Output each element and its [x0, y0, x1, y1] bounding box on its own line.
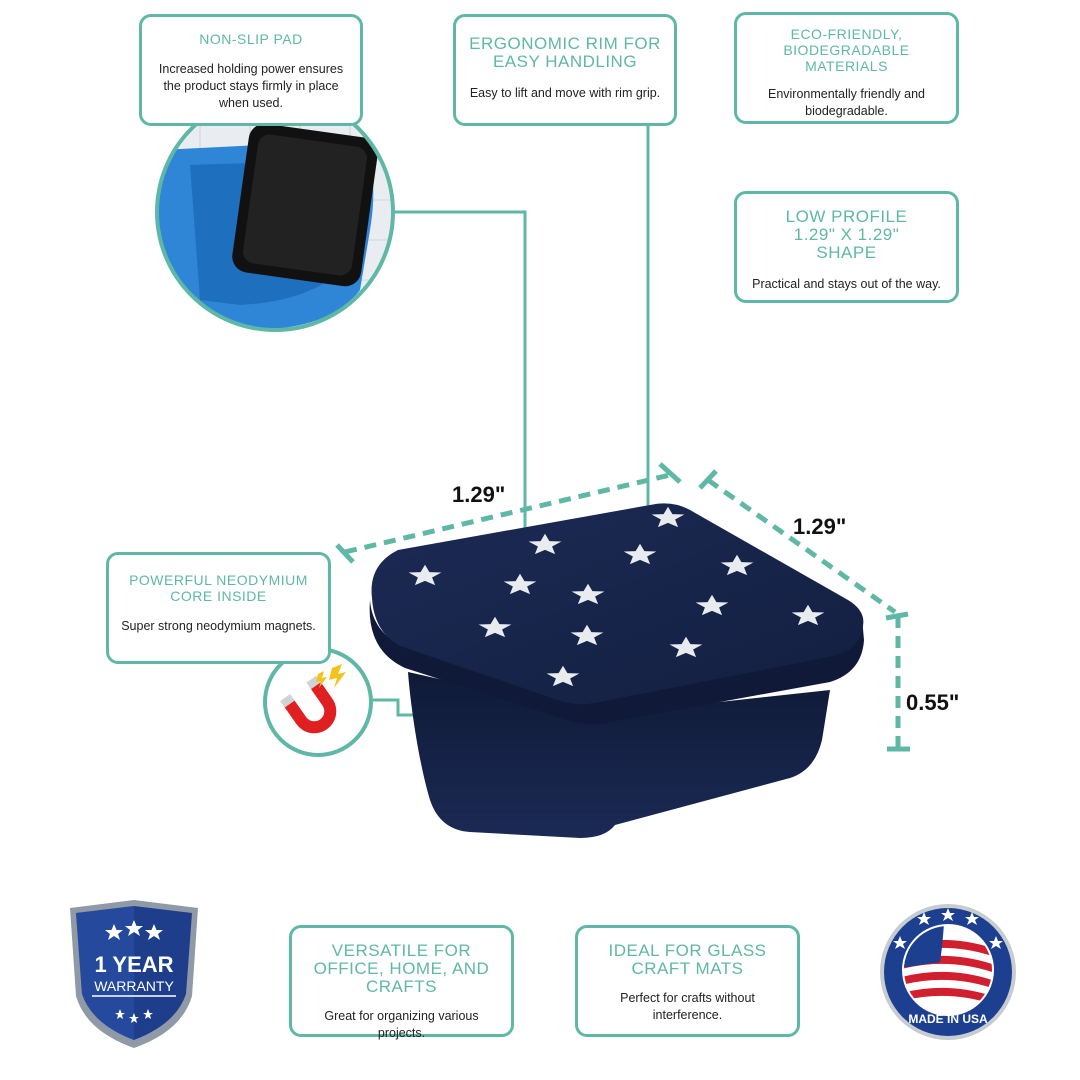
low-profile-card: LOW PROFILE 1.29" X 1.29" SHAPE Practica… — [734, 191, 959, 303]
magnet-top-face — [371, 503, 864, 705]
warranty-years: 1 YEAR — [94, 952, 174, 977]
star-decal — [791, 604, 825, 626]
warranty-label: WARRANTY — [94, 978, 174, 994]
dimension-tick — [698, 469, 718, 490]
ergonomic-rim-card: ERGONOMIC RIM FOR EASY HANDLING Easy to … — [453, 14, 677, 126]
star-decal — [570, 624, 604, 646]
dimension-tick — [885, 611, 909, 621]
glass-craft-mats-card: IDEAL FOR GLASS CRAFT MATS Perfect for c… — [575, 925, 800, 1037]
magnet-rim-side — [369, 600, 864, 725]
non-slip-pad-card: NON-SLIP PAD Increased holding power ens… — [139, 14, 363, 126]
card-title: ECO-FRIENDLY, BIODEGRADABLE MATERIALS — [783, 26, 910, 74]
star-decal — [695, 594, 729, 616]
made-in-usa-text: MADE IN USA — [908, 1012, 988, 1026]
shield-icon — [70, 900, 198, 1048]
usa-seal-icon — [880, 904, 1016, 1040]
card-description: Practical and stays out of the way. — [752, 277, 941, 291]
depth-dimension-label: 1.29" — [793, 514, 847, 539]
card-title: NON-SLIP PAD — [199, 31, 303, 47]
star-decal — [571, 583, 605, 605]
card-description: Super strong neodymium magnets. — [121, 619, 316, 633]
star-decal — [720, 554, 754, 576]
neodymium-core-card: POWERFUL NEODYMIUM CORE INSIDE Super str… — [106, 552, 331, 664]
card-description: Increased holding power ensures the prod… — [158, 62, 344, 110]
card-title: ERGONOMIC RIM FOR EASY HANDLING — [469, 34, 661, 71]
star-decal — [623, 543, 657, 565]
warranty-badge: 1 YEAR WARRANTY — [64, 896, 204, 1051]
card-description: Environmentally friendly and biodegradab… — [767, 87, 926, 118]
card-title: LOW PROFILE 1.29" X 1.29" SHAPE — [785, 207, 908, 262]
made-in-usa-badge: MADE IN USA — [878, 902, 1018, 1042]
width-dimension-label: 1.29" — [452, 482, 506, 507]
dimension-tick — [335, 543, 355, 564]
star-decal — [408, 564, 442, 586]
star-decal — [528, 533, 562, 555]
lightning-icon — [316, 664, 346, 688]
eco-friendly-card: ECO-FRIENDLY, BIODEGRADABLE MATERIALS En… — [734, 12, 959, 124]
card-title: VERSATILE FOR OFFICE, HOME, AND CRAFTS — [313, 941, 490, 996]
card-description: Easy to lift and move with rim grip. — [469, 86, 661, 100]
dimension-tick — [658, 462, 682, 484]
card-description: Perfect for crafts without interference. — [620, 991, 755, 1022]
versatile-card: VERSATILE FOR OFFICE, HOME, AND CRAFTS G… — [289, 925, 514, 1040]
star-pattern — [408, 506, 825, 687]
star-decal — [669, 636, 703, 658]
card-title: IDEAL FOR GLASS CRAFT MATS — [608, 941, 767, 978]
magnet-base — [408, 672, 830, 838]
width-dimension-line — [344, 472, 671, 555]
card-title: POWERFUL NEODYMIUM CORE INSIDE — [129, 572, 308, 604]
depth-dimension-line — [706, 477, 897, 615]
card-description: Great for organizing various projects. — [324, 1009, 479, 1040]
height-dimension-label: 0.55" — [906, 690, 960, 715]
star-decal — [651, 506, 685, 528]
star-decal — [478, 616, 512, 638]
star-decal — [546, 665, 580, 687]
star-decal — [503, 573, 537, 595]
